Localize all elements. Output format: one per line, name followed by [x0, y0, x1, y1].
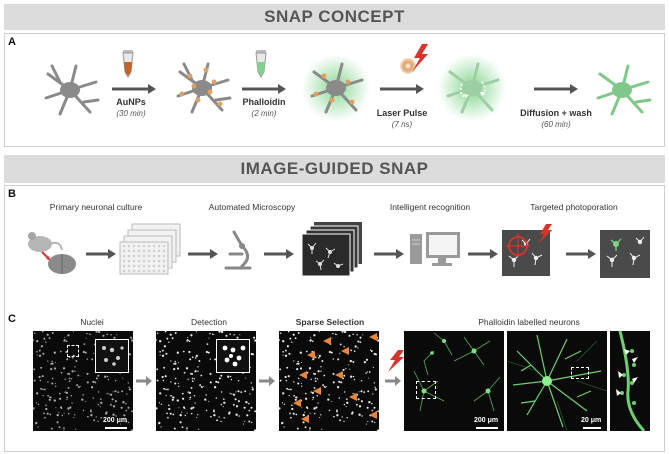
nuclei-roi-box [67, 345, 79, 357]
microscope-icon [224, 230, 252, 270]
phalloidin-wide-image: 200 μm [404, 331, 504, 431]
step-automated-microscopy: Automated Microscopy [208, 202, 296, 212]
step-phalloidin-title: Phalloidin [242, 97, 286, 107]
step-aunps-title: AuNPs [116, 97, 146, 107]
title-detection: Detection [191, 317, 227, 327]
photoporated-result-image [600, 230, 650, 278]
scale-bar-label-nuclei: 200 μm [103, 417, 128, 424]
title-nuclei: Nuclei [80, 317, 104, 327]
zoom-roi-box [571, 367, 589, 379]
step-laser-time: (7 ns) [391, 120, 413, 129]
scale-bar-label-zoom: 20 μm [581, 417, 602, 424]
step-targeted-photoporation: Targeted photoporation [530, 202, 618, 212]
step-diffusion-title: Diffusion + wash [520, 108, 592, 118]
step-intelligent-recognition: Intelligent recognition [389, 202, 471, 212]
scale-bar-nuclei [105, 427, 127, 429]
laser-bolt-icon [388, 350, 404, 372]
arrow-icon [188, 249, 218, 259]
panel-b-label: B [8, 188, 16, 200]
step-primary-culture: Primary neuronal culture [49, 202, 143, 212]
arrow-icon [468, 249, 498, 259]
detection-image [156, 331, 256, 431]
scale-bar-zoom [583, 427, 601, 429]
neuron-phalloidin-halo-icon [302, 54, 370, 122]
target-crosshair-image [502, 224, 552, 276]
panel-c-label: C [8, 313, 16, 325]
detection-zoom-inset [216, 339, 250, 373]
banner-image-guided-snap: IMAGE-GUIDED SNAP [4, 155, 665, 183]
panel-a-label: A [8, 36, 16, 48]
phalloidin-roi-box [416, 381, 436, 399]
arrow-icon [86, 249, 116, 259]
laser-pulse-icon [400, 44, 428, 74]
title-phalloidin-neurons: Phalloidin labelled neurons [478, 317, 580, 327]
arrow-icon [112, 84, 156, 94]
arrow-icon [534, 84, 578, 94]
arrow-icon [136, 376, 152, 386]
tube-phalloidin-icon [255, 50, 267, 78]
phalloidin-zoom-image: 20 μm [507, 331, 607, 431]
arrow-icon [264, 249, 294, 259]
banner-snap-concept: SNAP CONCEPT [4, 4, 665, 30]
step-phalloidin-time: (2 min) [251, 109, 277, 118]
step-laser-title: Laser Pulse [376, 108, 428, 118]
arrow-icon [374, 249, 404, 259]
arrow-icon [380, 84, 424, 94]
neuron-porated-icon [438, 54, 506, 122]
title-sparse-selection: Sparse Selection [295, 317, 365, 327]
nuclei-zoom-inset [95, 339, 129, 373]
nuclei-image: 200 μm [33, 331, 133, 431]
tube-aunp-icon [122, 50, 134, 78]
arrow-icon [259, 376, 275, 386]
step-aunps-time: (30 min) [116, 109, 146, 118]
well-plates-icon [119, 223, 181, 275]
arrow-icon [566, 249, 596, 259]
scale-bar-label-wide: 200 μm [474, 417, 499, 424]
image-stack-icon [301, 222, 362, 277]
neuron-labelled-icon [596, 64, 652, 116]
arrow-icon [242, 84, 286, 94]
arrow-icon [385, 376, 401, 386]
sparse-selection-image [279, 331, 379, 431]
computer-icon [410, 232, 460, 266]
mouse-brain-icon [28, 232, 76, 274]
scale-bar-wide [476, 427, 498, 429]
neuron-plain-icon [44, 64, 100, 116]
dendrite-spines-image [610, 331, 650, 431]
neuron-aunp-icon [176, 62, 232, 114]
step-diffusion-time: (60 min) [541, 120, 571, 129]
